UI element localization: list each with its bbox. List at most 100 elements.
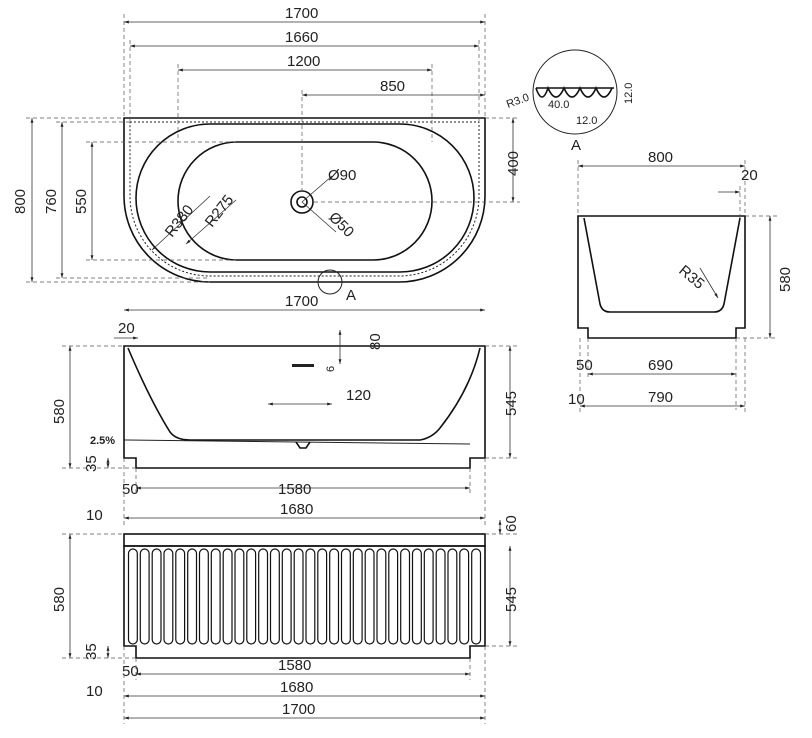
detail-a-pitch: 40.0	[548, 99, 569, 111]
dim-end-580: 580	[777, 267, 794, 292]
dim-dia-90: Ø90	[328, 167, 356, 184]
flute-rib	[246, 548, 257, 645]
top-view-outer-outline	[123, 117, 486, 283]
dim-dia-50: Ø50	[325, 209, 357, 241]
dim-r380: R380	[162, 202, 197, 241]
flute-rib	[151, 548, 162, 645]
front-view-top-rim	[123, 533, 486, 547]
flute-rib	[447, 548, 458, 645]
drain-inner	[296, 196, 308, 208]
flute-rib	[234, 548, 245, 645]
flute-rib	[423, 548, 434, 645]
flute-rib	[317, 548, 328, 645]
flute-rib	[210, 548, 221, 645]
front-view: 60 580 545 35 1580 50 1680 10 1700	[51, 515, 520, 724]
dim-front-50: 50	[122, 663, 139, 680]
overflow-slot	[292, 364, 314, 367]
front-view-flutes	[127, 548, 482, 645]
dim-top-1200: 1200	[287, 53, 320, 70]
dim-front-60: 60	[503, 515, 520, 532]
flute-rib	[293, 548, 304, 645]
dim-side-1680: 1680	[280, 501, 313, 518]
dim-side-80: 80	[367, 333, 384, 350]
dim-side-545: 545	[503, 391, 520, 416]
dim-side-1580: 1580	[278, 481, 311, 498]
dim-end-20: 20	[741, 167, 758, 184]
slope-label: 2.5%	[90, 435, 115, 447]
dim-front-580: 580	[51, 587, 68, 612]
dim-side-1700: 1700	[285, 293, 318, 310]
dim-top-1700: 1700	[285, 5, 318, 22]
flute-rib	[175, 548, 186, 645]
flute-rib	[281, 548, 292, 645]
dim-top-760: 760	[43, 189, 60, 214]
detail-a-ref: A	[346, 287, 356, 304]
flute-rib	[435, 548, 446, 645]
flute-rib	[258, 548, 269, 645]
flute-rib	[305, 548, 316, 645]
top-view-rim	[135, 123, 475, 273]
flute-rib	[388, 548, 399, 645]
top-view-basin	[177, 141, 433, 261]
top-view-fluted-band	[129, 121, 480, 277]
flute-rib	[127, 548, 138, 645]
detail-a-depth: 12.0	[623, 83, 635, 104]
top-view: A 1700 1660 1200 850 800 760 550 400	[12, 5, 522, 304]
dim-top-1660: 1660	[285, 29, 318, 46]
dim-top-550: 550	[73, 189, 90, 214]
side-view: 1700 20 80 6 120 580 545 2.5% 35 1580 50…	[51, 293, 520, 526]
dim-front-1680: 1680	[280, 679, 313, 696]
flute-rib	[364, 548, 375, 645]
dim-top-400: 400	[505, 151, 522, 176]
flute-rib	[459, 548, 470, 645]
detail-a-width: 12.0	[576, 115, 597, 127]
flute-rib	[352, 548, 363, 645]
dim-top-800: 800	[12, 189, 29, 214]
dim-side-50: 50	[122, 481, 139, 498]
dim-front-35: 35	[83, 643, 100, 660]
flute-rib	[269, 548, 280, 645]
flute-rib	[163, 548, 174, 645]
dim-side-580: 580	[51, 399, 68, 424]
dim-r275: R275	[202, 192, 237, 231]
detail-a-r: R3.0	[505, 92, 531, 111]
dim-end-690: 690	[648, 357, 673, 374]
flute-rib	[139, 548, 150, 645]
flute-rib	[411, 548, 422, 645]
flute-rib	[400, 548, 411, 645]
side-view-drain	[295, 441, 311, 449]
flute-rib	[198, 548, 209, 645]
detail-a-label: A	[571, 137, 581, 154]
dim-side-120: 120	[346, 387, 371, 404]
dim-side-10: 10	[86, 507, 103, 524]
flute-rib	[471, 548, 482, 645]
dim-top-850: 850	[380, 78, 405, 95]
dim-front-10: 10	[86, 683, 103, 700]
front-view-body	[123, 545, 486, 659]
side-view-basin	[127, 347, 481, 441]
dim-side-6: 6	[325, 366, 337, 372]
end-view-basin	[583, 217, 741, 313]
dim-front-545: 545	[503, 587, 520, 612]
flute-rib	[376, 548, 387, 645]
dim-end-800: 800	[648, 149, 673, 166]
dim-side-35: 35	[83, 455, 100, 472]
flute-rib	[222, 548, 233, 645]
flute-rib	[329, 548, 340, 645]
detail-a-marker	[317, 269, 343, 295]
dim-end-790: 790	[648, 389, 673, 406]
detail-a-profile	[535, 85, 614, 98]
dim-end-r35: R35	[675, 262, 707, 293]
end-view: 800 20 580 R35 690 50 790 10	[568, 149, 794, 412]
detail-a-circle	[532, 49, 618, 135]
end-view-outline	[577, 215, 746, 339]
flute-rib	[340, 548, 351, 645]
dim-end-50: 50	[576, 357, 593, 374]
detail-a: R3.0 40.0 12.0 12.0 A	[505, 49, 635, 154]
dim-front-1580: 1580	[278, 657, 311, 674]
dim-front-1700: 1700	[282, 701, 315, 718]
flute-rib	[187, 548, 198, 645]
dim-end-10: 10	[568, 391, 585, 408]
dim-side-20: 20	[118, 320, 135, 337]
